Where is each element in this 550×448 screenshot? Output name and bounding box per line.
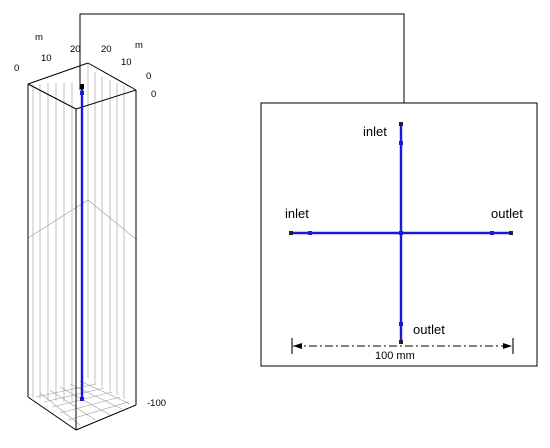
node-top xyxy=(399,141,403,145)
box-3d-view: m 0 10 20 m 20 10 0 0 -100 xyxy=(14,32,166,431)
grid-lines xyxy=(27,64,138,426)
x-tick-0: 0 xyxy=(14,63,19,74)
node-left xyxy=(308,231,312,235)
pipe-top-marker xyxy=(80,84,84,89)
label-outlet-right: outlet xyxy=(491,206,523,221)
label-outlet-bottom: outlet xyxy=(413,322,445,337)
y-tick-10: 10 xyxy=(121,57,132,68)
z-tick-0: 0 xyxy=(151,89,156,100)
label-inlet-top: inlet xyxy=(363,124,387,139)
y-tick-20: 20 xyxy=(101,44,112,55)
dimension-arrow-left xyxy=(293,343,302,349)
x-axis-unit: m xyxy=(35,32,43,43)
node-top-end xyxy=(399,122,403,126)
label-inlet-left: inlet xyxy=(285,206,309,221)
dimension-arrow-right xyxy=(503,343,512,349)
node-right-end xyxy=(509,231,513,235)
node-bottom-end xyxy=(399,340,403,344)
node-center xyxy=(399,231,403,235)
x-tick-20: 20 xyxy=(70,44,81,55)
box-frame xyxy=(27,62,137,431)
dimension-label: 100 mm xyxy=(375,350,415,362)
node-left-end xyxy=(289,231,293,235)
detail-view: inlet inlet outlet outlet 100 mm xyxy=(260,102,538,367)
x-tick-10: 10 xyxy=(41,53,52,64)
pipe-bottom-node xyxy=(80,397,84,401)
node-right xyxy=(490,231,494,235)
z-tick-minus-100: -100 xyxy=(147,398,166,409)
dimension-line xyxy=(291,338,514,354)
y-tick-0: 0 xyxy=(146,71,151,82)
y-axis-unit: m xyxy=(135,40,143,51)
connector-line xyxy=(79,13,405,103)
pipe-top-node xyxy=(80,91,84,95)
node-bottom xyxy=(399,322,403,326)
